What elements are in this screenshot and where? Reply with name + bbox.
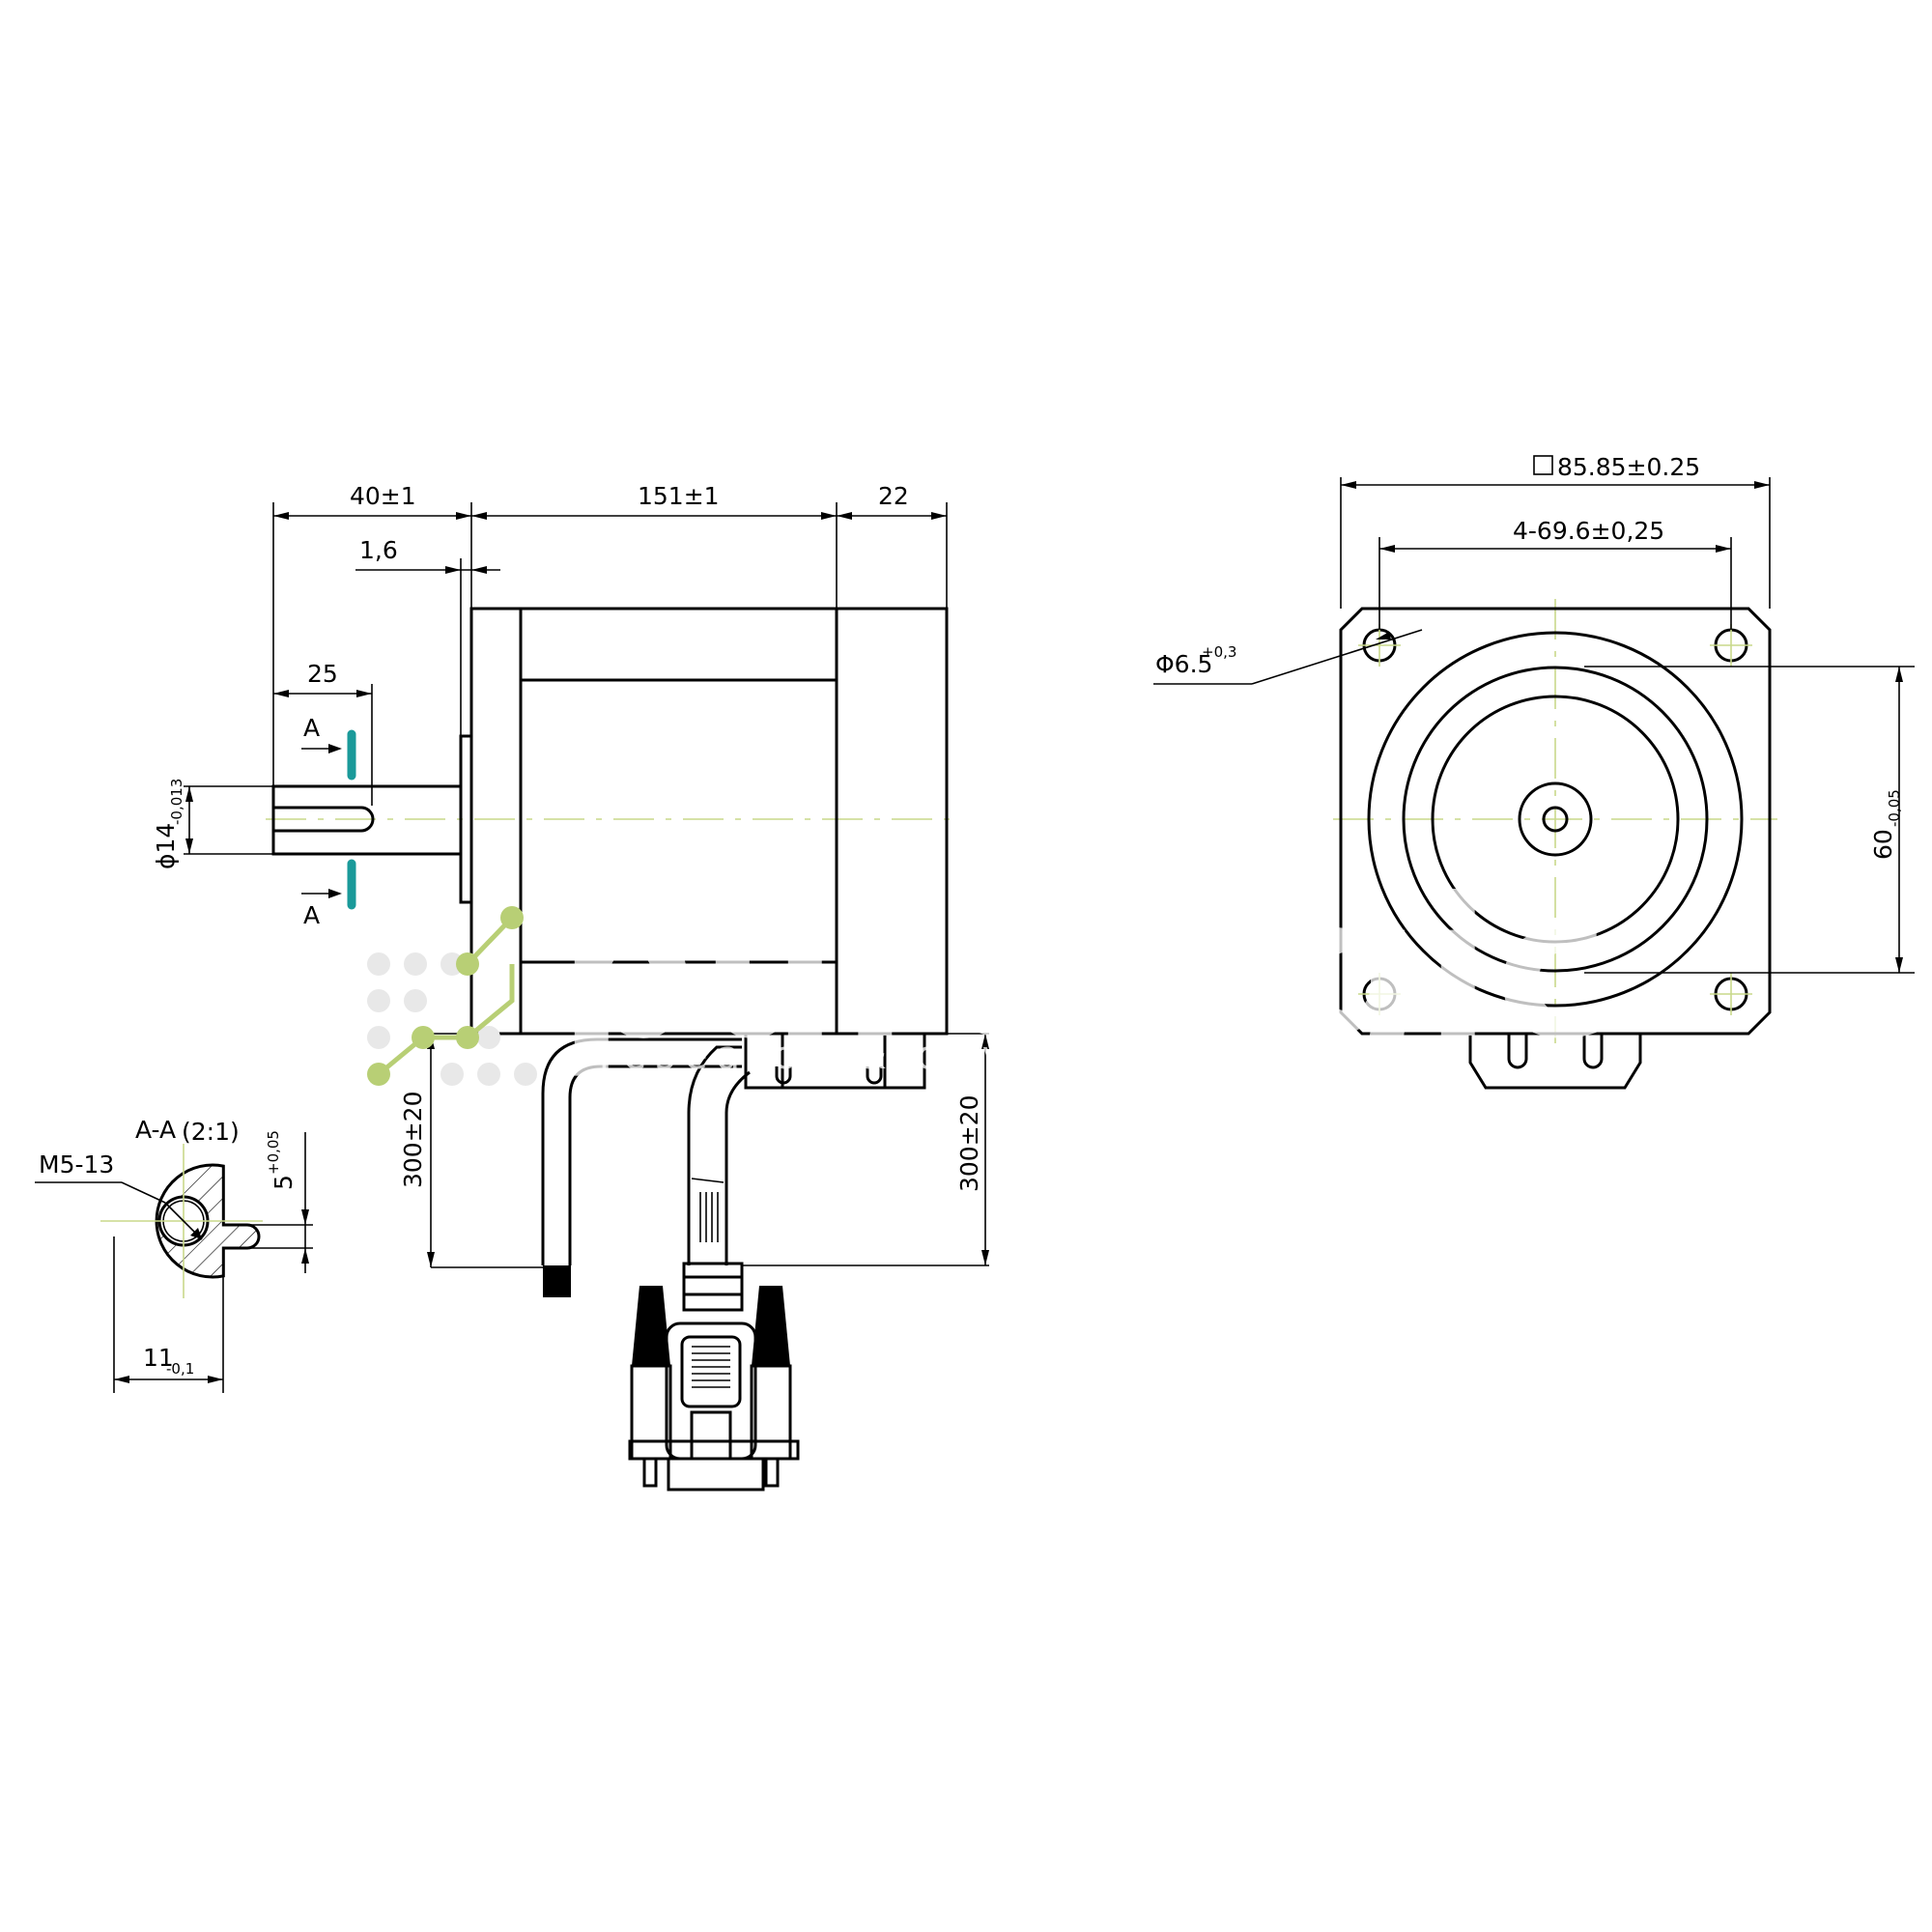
dim-key-width: 5: [270, 1175, 298, 1190]
flange-circle-mid: [1402, 666, 1709, 973]
db9-connector: [628, 1262, 800, 1492]
dim-pilot-diameter-tol: -0,05: [1886, 789, 1903, 827]
dim-cable-length-right: 300±20: [955, 1095, 983, 1192]
encoder-cable-inner: [724, 1070, 751, 1265]
front-cable-slot-2: [1582, 1034, 1604, 1069]
power-cable-outer: [541, 1037, 742, 1265]
dim-flat-tol: -0,1: [166, 1360, 194, 1378]
dim-hole-spacing: 4-69.6±0,25: [1513, 517, 1664, 545]
dim-shaft-length: 40±1: [350, 482, 416, 510]
watermark-tagline: research & development: [599, 1034, 1267, 1078]
dim-rear-length: 22: [878, 482, 909, 510]
dim-shaft-diameter: ϕ14: [152, 823, 180, 869]
dim-pilot-length: 1,6: [359, 536, 398, 564]
section-title: A-A: [135, 1116, 176, 1144]
dim-key-length: 25: [307, 660, 338, 688]
front-cable-slot-1: [1507, 1034, 1528, 1069]
dim-flange-square: 85.85±0.25: [1557, 453, 1700, 481]
db9-grip-lines: [692, 1346, 730, 1388]
encoder-cable-outer: [687, 1045, 742, 1265]
front-flange: [1339, 607, 1772, 1036]
cable-exit-block: [744, 1032, 926, 1090]
shaft: [271, 784, 463, 856]
key-slot: [273, 806, 375, 833]
pilot-circle: [1431, 695, 1680, 944]
flange-circle-outer: [1367, 631, 1744, 1008]
dim-flat: 11: [143, 1344, 174, 1372]
section-label-bottom: A: [303, 901, 320, 929]
shaft-center-hole: [1542, 806, 1569, 833]
dim-key-width-tol: +0,05: [265, 1130, 282, 1175]
side-view: A A 40±1 151±1 22 1,6 25: [152, 482, 989, 1492]
section-scale: (2:1): [182, 1118, 240, 1146]
dim-hole-diameter-tol: +0,3: [1202, 643, 1236, 661]
section-view: A-A (2:1) M5-13 5 +0,05 11 -0,1: [35, 1116, 313, 1393]
square-symbol: [1533, 455, 1553, 475]
dim-hole-diameter: Φ6.5: [1155, 650, 1212, 678]
dim-shaft-diameter-tol: -0,013: [168, 779, 185, 825]
dim-pilot-diameter: 60: [1869, 829, 1897, 860]
dim-cable-length-left: 300±20: [399, 1092, 427, 1188]
cable-end-sleeve: [543, 1265, 571, 1297]
power-cable-inner: [568, 1065, 742, 1265]
watermark-logo-icon: [367, 906, 537, 1086]
dim-body-length: 151±1: [638, 482, 720, 510]
watermark: purelogic research & development: [367, 857, 1613, 1086]
front-cable-exit: [1468, 1034, 1642, 1090]
section-label-top: A: [303, 714, 320, 742]
shaft-circle: [1518, 781, 1593, 857]
watermark-brand: purelogic: [558, 857, 1613, 1082]
front-view: 85.85±0.25 4-69.6±0,25 Φ6.5 +0,3 60 -0,0…: [1153, 453, 1915, 1090]
dim-thread: M5-13: [39, 1151, 114, 1179]
